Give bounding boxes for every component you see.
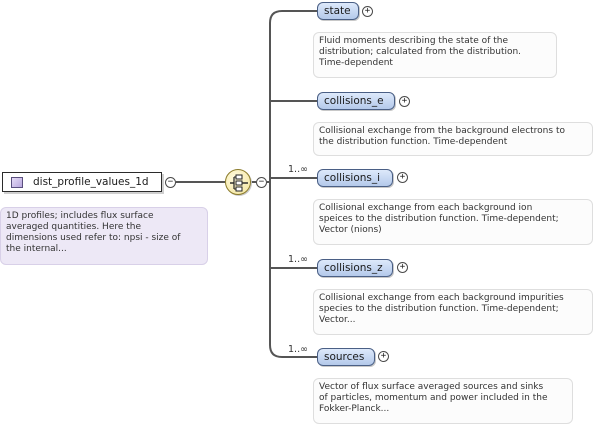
sequence-compositor-icon xyxy=(230,174,248,192)
element-type-icon xyxy=(11,177,23,188)
child-label: state xyxy=(324,5,351,17)
cardinality-label: 1..∞ xyxy=(288,344,308,355)
child-label: collisions_z xyxy=(324,262,383,274)
child-node-collisions-i[interactable]: collisions_i xyxy=(317,169,393,187)
child-label: sources xyxy=(324,351,365,363)
cardinality-label: 1..∞ xyxy=(288,164,308,175)
expand-button[interactable]: + xyxy=(397,262,408,273)
expand-button[interactable]: + xyxy=(378,351,389,362)
main-element-label: dist_profile_values_1d xyxy=(33,176,149,188)
expand-button[interactable]: + xyxy=(397,172,408,183)
child-node-collisions-e[interactable]: collisions_e xyxy=(317,92,395,110)
expand-button[interactable]: + xyxy=(362,6,373,17)
child-documentation: Vector of flux surface averaged sources … xyxy=(313,378,573,424)
expand-button[interactable]: + xyxy=(399,96,410,107)
child-label: collisions_e xyxy=(324,95,384,107)
sequence-compositor[interactable] xyxy=(225,169,251,195)
collapse-button[interactable]: − xyxy=(165,177,176,188)
child-label: collisions_i xyxy=(324,172,381,184)
child-node-state[interactable]: state xyxy=(317,2,359,20)
child-node-sources[interactable]: sources xyxy=(317,348,375,366)
cardinality-label: 1..∞ xyxy=(288,254,308,265)
child-documentation: Collisional exchange from each backgroun… xyxy=(313,289,593,335)
child-node-collisions-z[interactable]: collisions_z xyxy=(317,259,393,277)
child-documentation: Fluid moments describing the state of th… xyxy=(313,32,557,78)
sequence-collapse-button[interactable]: − xyxy=(256,177,267,188)
child-documentation: Collisional exchange from each backgroun… xyxy=(313,199,593,245)
main-element-node[interactable]: dist_profile_values_1d xyxy=(2,172,162,192)
child-documentation: Collisional exchange from the background… xyxy=(313,122,593,156)
main-element-documentation: 1D profiles; includes flux surface avera… xyxy=(0,207,208,265)
